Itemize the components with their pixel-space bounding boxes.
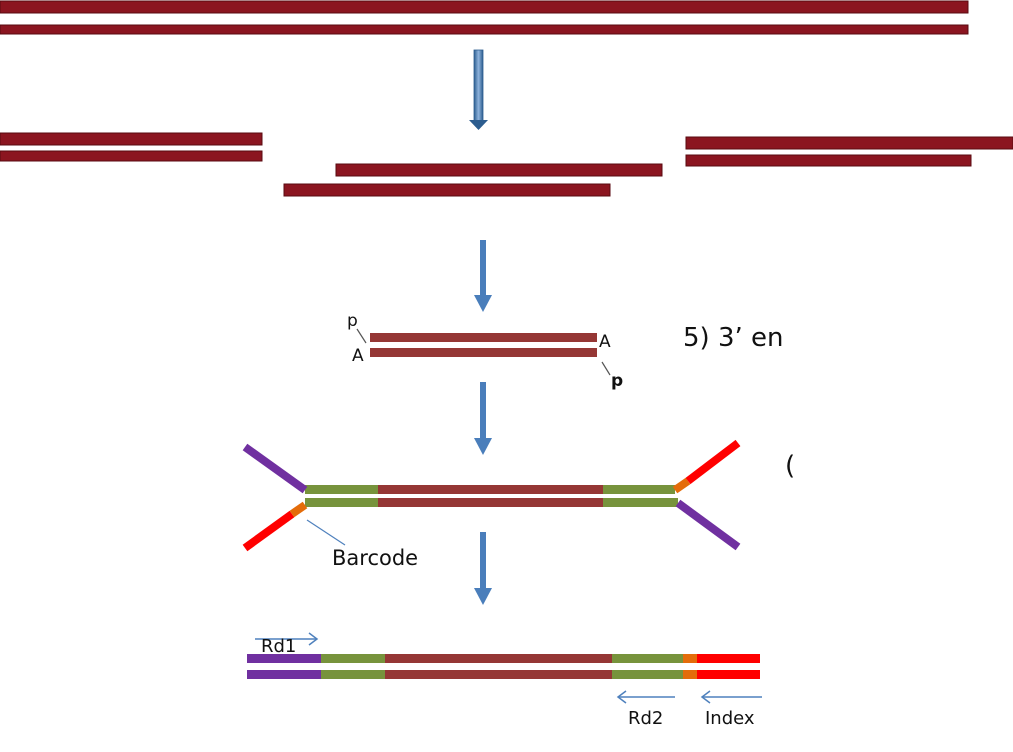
- adapter-segment: [321, 654, 385, 663]
- rd1-label: Rd1: [261, 636, 296, 657]
- index-primer-arrow-head: [700, 690, 711, 704]
- end-repaired-strand: [370, 348, 597, 357]
- end-repaired-strand: [370, 333, 597, 342]
- process-arrows: [255, 49, 762, 704]
- adapter-segment: [612, 654, 683, 663]
- p7-segment: [697, 670, 760, 679]
- adapter-segment: [612, 670, 683, 679]
- adapter-arm-red: [685, 439, 741, 485]
- dna-strands: [0, 0, 1013, 679]
- dna-fragment: [283, 183, 611, 197]
- phosphate-label-left: p: [347, 311, 358, 331]
- step-label-2: (: [785, 451, 795, 481]
- dna-fragment: [0, 150, 263, 162]
- step-label: 5) 3’ en: [683, 323, 784, 353]
- a-tail-label-left: A: [352, 346, 364, 366]
- phosphate-label-right: p: [611, 371, 623, 391]
- down-arrow-head: [469, 120, 488, 130]
- down-arrow-head: [474, 588, 492, 605]
- down-arrow-head: [474, 295, 492, 312]
- rd1-primer-arrow-head: [308, 632, 319, 646]
- insert-segment: [385, 654, 612, 663]
- adapter-arm-purple: [675, 499, 741, 551]
- adapter-segment: [321, 670, 385, 679]
- a-tail-label-right: A: [599, 332, 611, 352]
- genomic-dna-strand: [0, 24, 969, 35]
- barcode-segment: [289, 501, 308, 518]
- down-arrow: [473, 49, 484, 123]
- p5-segment: [247, 670, 321, 679]
- barcode-label: Barcode: [332, 546, 418, 570]
- adapter-segment: [603, 485, 675, 494]
- barcode-segment: [683, 654, 697, 663]
- adapter-arm-red: [242, 510, 295, 552]
- insert-segment: [378, 485, 603, 494]
- genomic-dna-strand: [0, 0, 969, 14]
- p5-segment: [247, 654, 321, 663]
- rd2-label: Rd2: [628, 708, 663, 729]
- barcode-segment: [683, 670, 697, 679]
- insert-segment: [385, 670, 612, 679]
- adapter-segment: [305, 485, 378, 494]
- index-label: Index: [705, 708, 755, 729]
- rd2-primer-arrow-head: [616, 690, 627, 704]
- dna-fragment: [685, 136, 1013, 150]
- dna-fragment: [0, 132, 263, 146]
- down-arrow: [480, 382, 486, 439]
- down-arrow-head: [474, 438, 492, 455]
- dna-fragment: [685, 154, 972, 167]
- adapter-segment: [305, 498, 378, 507]
- down-arrow: [480, 240, 486, 296]
- p7-segment: [697, 654, 760, 663]
- adapter-segment: [603, 498, 678, 507]
- adapter-arm-purple: [242, 443, 308, 494]
- dna-fragment: [335, 163, 663, 177]
- down-arrow: [480, 532, 486, 589]
- insert-segment: [378, 498, 603, 507]
- barcode-segment: [672, 477, 691, 494]
